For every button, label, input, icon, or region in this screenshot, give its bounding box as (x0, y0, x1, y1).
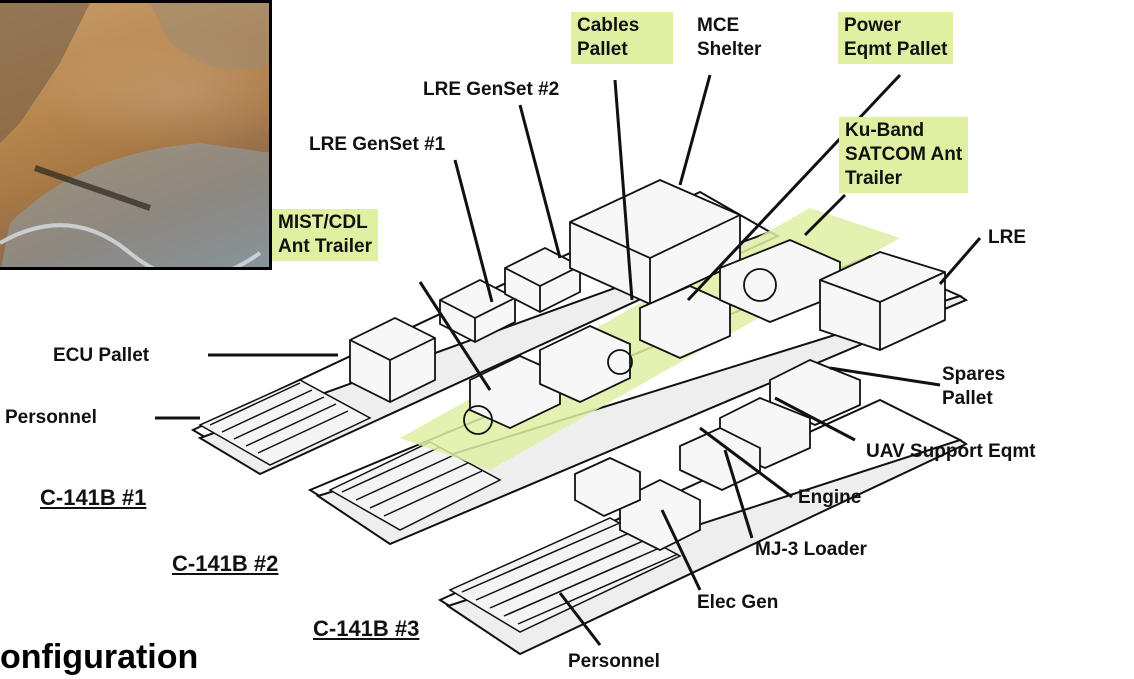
label-mj3-loader: MJ-3 Loader (755, 539, 867, 560)
label-lre-genset-1: LRE GenSet #1 (309, 134, 446, 155)
label-spares-pallet: Spares Pallet (942, 364, 1006, 409)
page-title-fragment: onfiguration (0, 638, 199, 676)
label-personnel-bottom: Personnel (568, 651, 660, 672)
personnel-seats-2 (328, 441, 502, 531)
label-uav-support: UAV Support Eqmt (866, 441, 1036, 462)
label-power-eqmt-pallet: Power Eqmt Pallet (838, 12, 954, 64)
label-mce-shelter: MCE Shelter (697, 15, 762, 60)
label-lre: LRE (988, 227, 1026, 248)
label-ku-band-satcom: Ku-Band SATCOM Ant Trailer (839, 117, 969, 193)
label-mist-cdl: MIST/CDL Ant Trailer (272, 209, 378, 261)
label-lre-genset-2: LRE GenSet #2 (423, 79, 560, 100)
label-personnel-left: Personnel (5, 407, 97, 428)
equipment-boxes (349, 179, 946, 552)
personnel-seats-1 (198, 379, 372, 466)
label-c141b-3: C-141B #3 (313, 616, 420, 641)
terrain-photo (0, 0, 272, 270)
label-cables-pallet: Cables Pallet (571, 12, 673, 64)
label-engine: Engine (798, 487, 862, 508)
label-ecu-pallet: ECU Pallet (53, 345, 150, 366)
leader-lines (155, 73, 982, 646)
personnel-seats-3 (448, 517, 682, 633)
label-c141b-2: C-141B #2 (172, 551, 279, 576)
terrain-photo-detail (0, 3, 269, 267)
label-elec-gen: Elec Gen (697, 592, 779, 613)
label-c141b-1: C-141B #1 (40, 485, 147, 510)
